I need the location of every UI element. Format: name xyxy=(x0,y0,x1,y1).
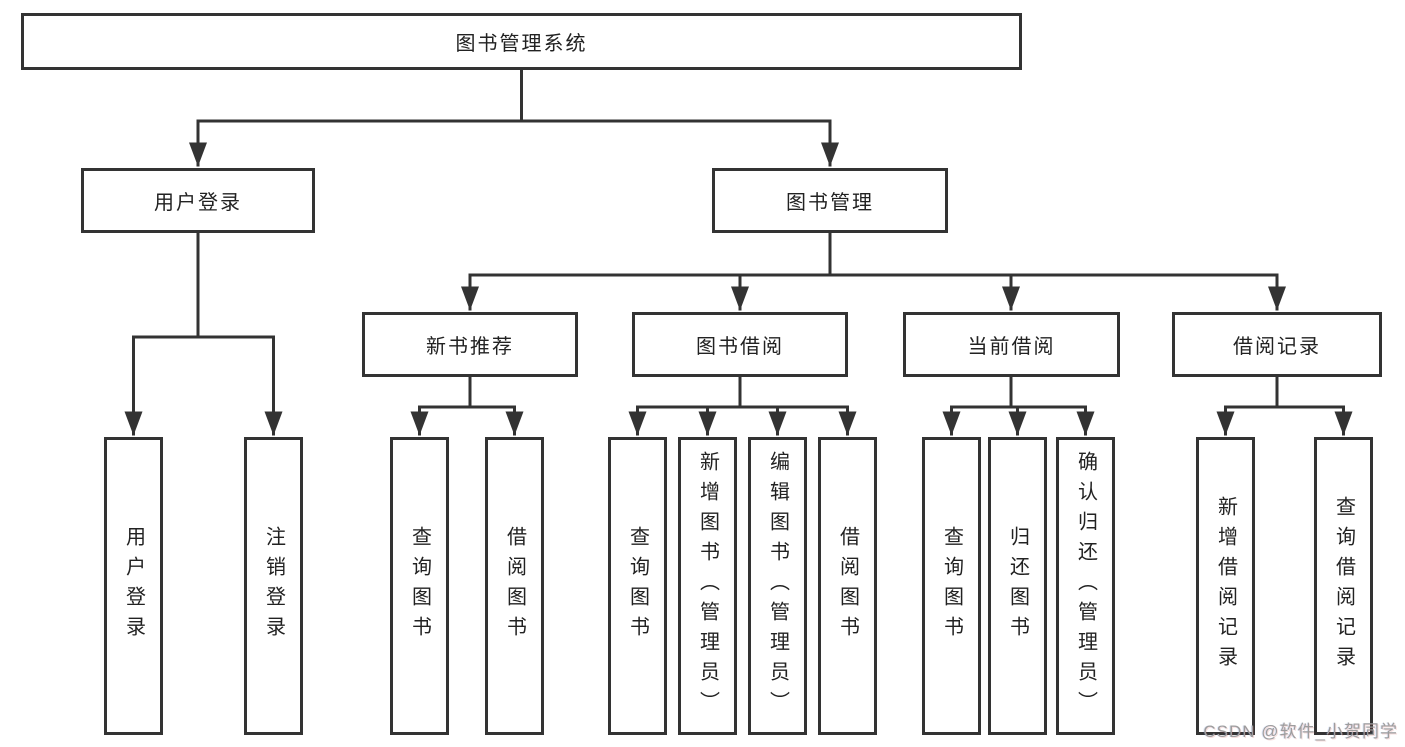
leaf-query-borrow-record: 查询借阅记录 xyxy=(1314,437,1373,735)
leaf-add-borrow-record: 新增借阅记录 xyxy=(1196,437,1255,735)
leaf-add-book-admin: 新增图书（管理员） xyxy=(678,437,737,735)
leaf-return-book: 归还图书 xyxy=(988,437,1047,735)
csdn-watermark: CSDN @软件_小贺同学 xyxy=(1203,722,1398,741)
node-new-book-recommend: 新书推荐 xyxy=(362,312,578,377)
leaf-query-book-current: 查询图书 xyxy=(922,437,981,735)
node-borrow-record: 借阅记录 xyxy=(1172,312,1382,377)
leaf-query-book-recommend: 查询图书 xyxy=(390,437,449,735)
leaf-borrow-book: 借阅图书 xyxy=(818,437,877,735)
leaf-borrow-book-recommend: 借阅图书 xyxy=(485,437,544,735)
node-user-login: 用户登录 xyxy=(81,168,315,233)
leaf-logout: 注销登录 xyxy=(244,437,303,735)
leaf-user-login: 用户登录 xyxy=(104,437,163,735)
root-box-library-system: 图书管理系统 xyxy=(21,13,1022,70)
leaf-edit-book-admin: 编辑图书（管理员） xyxy=(748,437,807,735)
leaf-confirm-return-admin: 确认归还（管理员） xyxy=(1056,437,1115,735)
node-book-management: 图书管理 xyxy=(712,168,948,233)
node-book-borrow: 图书借阅 xyxy=(632,312,848,377)
leaf-query-book-borrow: 查询图书 xyxy=(608,437,667,735)
node-current-borrow: 当前借阅 xyxy=(903,312,1120,377)
